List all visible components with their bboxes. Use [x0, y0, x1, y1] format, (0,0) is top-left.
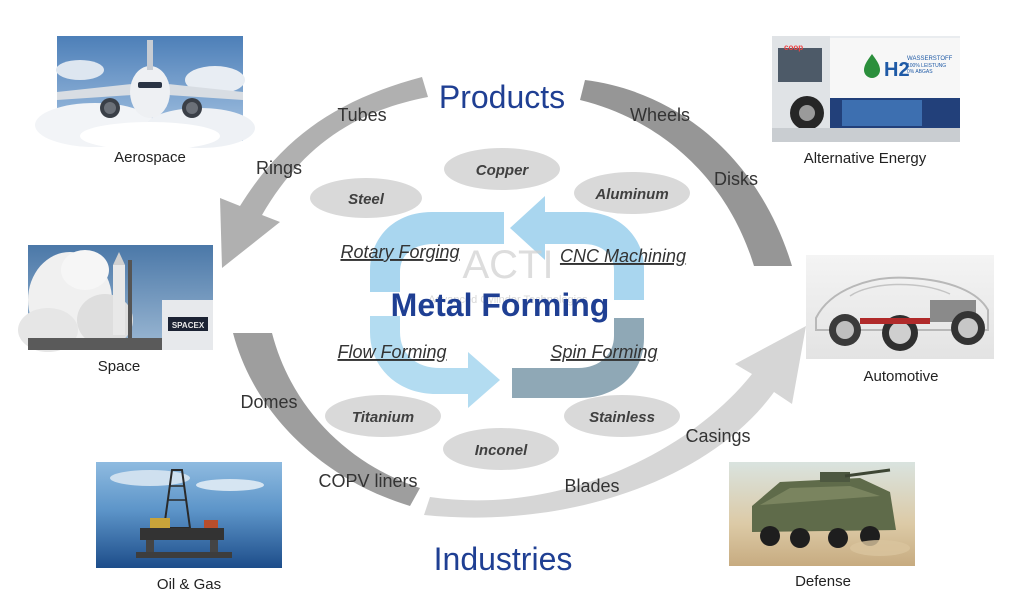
process-spin-forming: Spin Forming [550, 342, 657, 362]
material-label: Stainless [589, 409, 655, 426]
product-labels: Tubes Rings Wheels Disks Domes COPV line… [240, 105, 758, 496]
bottom-right-arc-arrow [424, 326, 806, 518]
material-label: Copper [476, 162, 530, 179]
material-label: Titanium [352, 409, 414, 426]
product-wheels: Wheels [630, 105, 690, 125]
material-label: Aluminum [594, 186, 668, 203]
industry-alternative-energy: Alternative Energy [804, 150, 927, 167]
product-casings: Casings [685, 426, 750, 446]
industry-defense: Defense [795, 573, 851, 590]
industry-labels: Aerospace Alternative Energy Space Autom… [98, 149, 939, 593]
outer-cycle-arrows [220, 77, 806, 518]
product-domes: Domes [240, 392, 297, 412]
defense-photo [729, 462, 915, 566]
spacex-logo-text: SPACEX [172, 321, 205, 330]
aerospace-photo [35, 36, 255, 150]
product-disks: Disks [714, 169, 758, 189]
bottom-left-arc-arrow [233, 333, 420, 506]
hydrogen-drop-icon [864, 54, 880, 78]
material-pill-titanium: Titanium [325, 395, 441, 437]
industry-aerospace: Aerospace [114, 149, 186, 166]
truck-line1: WASSERSTOFF [907, 56, 953, 62]
truck-line3: 0% ABGAS [907, 69, 933, 75]
product-rings: Rings [256, 158, 302, 178]
truck-h2-text: H2 [884, 59, 910, 81]
top-right-arc-arrow [580, 80, 792, 266]
process-cnc-machining: CNC Machining [560, 246, 686, 266]
material-label: Inconel [475, 442, 528, 459]
alternative-energy-photo: coop H2 WASSERSTOFF 100% LEISTUNG 0% ABG… [772, 36, 960, 142]
center-title: Metal Forming [391, 287, 610, 323]
space-photo: SPACEX [18, 245, 213, 352]
material-pill-inconel: Inconel [443, 428, 559, 470]
truck-line2: 100% LEISTUNG [907, 63, 946, 69]
automotive-photo [806, 255, 994, 359]
center-cycle-arrows [370, 196, 644, 408]
center-arrow-top-left [370, 212, 504, 292]
process-flow-forming: Flow Forming [337, 342, 446, 362]
industry-space: Space [98, 358, 141, 375]
product-copv-liners: COPV liners [318, 471, 417, 491]
industry-oil-gas: Oil & Gas [157, 576, 221, 593]
top-left-arc-arrow [220, 77, 428, 268]
industries-title: Industries [434, 541, 573, 577]
product-tubes: Tubes [337, 105, 386, 125]
material-pill-aluminum: Aluminum [574, 172, 690, 214]
process-rotary-forging: Rotary Forging [340, 242, 459, 262]
material-pill-stainless: Stainless [564, 395, 680, 437]
truck-brand-text: coop [784, 43, 803, 52]
material-pill-copper: Copper [444, 148, 560, 190]
process-labels: Rotary Forging CNC Machining Flow Formin… [337, 242, 686, 362]
material-pill-steel: Steel [310, 178, 422, 218]
industry-automotive: Automotive [863, 368, 938, 385]
center-arrow-top-right [510, 196, 644, 300]
products-title: Products [439, 79, 565, 115]
center-arrow-bottom-left [370, 316, 500, 408]
oil-gas-photo [96, 462, 282, 568]
product-blades: Blades [564, 476, 619, 496]
watermark-text: ACTI [462, 243, 553, 287]
center-arrow-bottom-right [512, 318, 644, 398]
material-pills: Copper Steel Aluminum Titanium Stainless… [310, 148, 690, 470]
material-label: Steel [348, 191, 385, 208]
watermark-subtext: Advanced Cylinder Technologies [428, 294, 588, 306]
